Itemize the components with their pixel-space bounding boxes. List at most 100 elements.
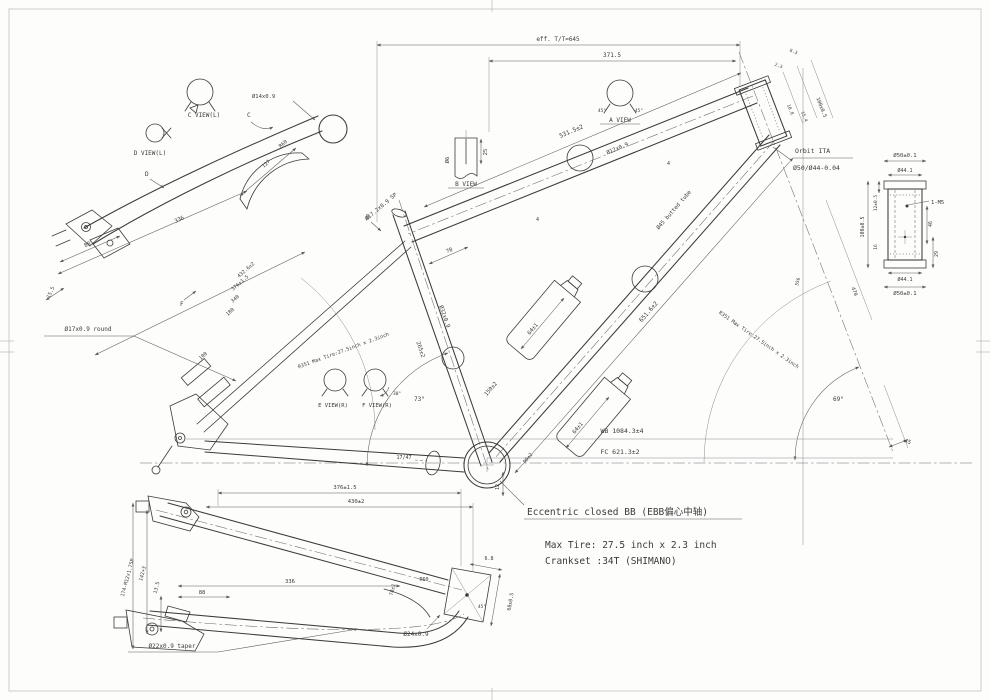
section-arrow-c: C [247, 112, 251, 119]
main-dimensions: eff. T/T=645 371.5 531.5±2 651.6±2 70 Ø1… [186, 36, 893, 497]
b-view-25: 25 [483, 149, 489, 156]
dim-88-top: 88 [83, 241, 91, 249]
dim-axle-thread: 174-M12x1.75P [120, 558, 136, 597]
dim-det-100: 100±0.5 [860, 216, 866, 237]
steering-axis [738, 51, 894, 453]
section-arrow-f: F [180, 301, 184, 308]
qr-lever [151, 465, 161, 475]
rear-dropout [151, 357, 231, 475]
seatstay-yoke [318, 114, 348, 144]
dim-ht-8-3: 8.3 [788, 48, 798, 57]
label-tt-spec: Ø12x0.9 [605, 141, 629, 157]
seatstay-detail-view: C D Ø14x0.9 R60 127 88 336 15.5 432.6±2 … [44, 93, 348, 382]
seat-angle-arc [365, 352, 449, 467]
dim-det-46: 46 [928, 221, 934, 227]
seatstay-bridge [239, 152, 303, 200]
front-tire-note: R351 Max Tire:27.5inch x 2.3inch [717, 310, 799, 370]
dim-bl-88: 88 [199, 590, 206, 596]
dim-r60-top: R60 [278, 139, 289, 149]
d-view-label: D VIEW(L) [134, 150, 167, 157]
seat-stay [196, 240, 406, 425]
label-seatstay-spec: Ø14x0.9 [252, 93, 275, 100]
dim-ht-15-4: 15.4 [799, 111, 809, 124]
section-arrow-d: D [145, 171, 149, 178]
chainstay-detail-view: 376±1.5 430±2 174-M12x1.75P 142+3 13.5 8… [113, 485, 516, 653]
label-dt-spec: Ø45 butted tube [655, 189, 693, 231]
head-tube [733, 75, 793, 151]
section-views: 45° 45° A VIEW Ø6 25 B VIEW E VIEW(R) [318, 79, 643, 409]
f-view-30: 30° [393, 391, 401, 397]
seat-tube-top [391, 208, 407, 218]
dim-17-47: 17/47 [396, 455, 411, 461]
dim-down-tube: 651.6±2 [638, 300, 660, 324]
chainstay-dropout-top [135, 495, 200, 532]
a-view-45-left: 45° [598, 108, 606, 114]
b-view-dia6: Ø6 [444, 157, 451, 164]
dim-142: 142+3 [138, 566, 148, 582]
dim-100: 100 [198, 351, 209, 361]
top-tube-butt-mark [566, 144, 594, 172]
dim-ht-2-3: 2.3 [773, 62, 783, 71]
dim-180: 180 [225, 307, 236, 317]
dim-371: 371.5 [603, 52, 621, 59]
label-cs-taper: Ø22x0.9 taper [149, 643, 196, 650]
dim-470: 470 [850, 286, 859, 297]
headset-spec: Ø50/Ø44-0.04 [793, 164, 840, 172]
c-view: C VIEW(L) [184, 78, 220, 119]
dim-bl-336: 336 [285, 579, 295, 585]
seatstay-dropouts [51, 209, 131, 259]
a-view: 45° 45° A VIEW [598, 79, 643, 125]
dim-det-44-top: Ø44.1 [897, 167, 912, 174]
dim-78: 78±1 [389, 583, 398, 596]
seat-tube-centerline [398, 199, 490, 473]
note-crankset: Crankset :34T (SHIMANO) [545, 556, 677, 567]
dim-556: 556 [794, 277, 802, 287]
seat-tube [404, 210, 493, 463]
dim-265: 265±2 [414, 341, 425, 359]
dim-6-8: 6.8 [484, 556, 493, 562]
weld-symbol-2: 4 [536, 217, 539, 223]
f-view-label: F VIEW(R) [362, 403, 392, 409]
dim-eff-tt: eff. T/T=645 [536, 36, 580, 43]
dim-top-tube: 531.5±2 [558, 123, 584, 139]
head-angle-arc [793, 366, 860, 461]
section-arrow-b: B [366, 214, 370, 221]
headset-note: Orbit ITA [795, 147, 830, 155]
top-tube [403, 87, 749, 227]
dim-70: 70 [445, 247, 453, 255]
e-view: E VIEW(R) [318, 368, 349, 409]
dim-det-44-bot: Ø44.1 [897, 276, 912, 283]
dim-wheelbase: WB 1084.3±4 [600, 427, 643, 435]
dim-12: 12 [495, 484, 501, 490]
chainstay-bridge [383, 588, 431, 618]
down-tube [499, 144, 781, 463]
dim-336-top: 336 [174, 215, 186, 225]
head-angle: 69° [833, 396, 844, 403]
fork-offset-dim: 45 [903, 438, 911, 446]
headtube-detail-view: 1-M5 Ø50±0.1 Ø44.1 Ø44.1 Ø50±0.1 100±0.5… [860, 152, 944, 297]
dim-det-16: 16 [873, 244, 879, 250]
fork-offset-line [883, 384, 909, 449]
dim-bl-376: 376±1.5 [333, 485, 356, 491]
notes: Eccentric closed BB (EBB偏心中轴) Max Tire: … [499, 480, 742, 567]
bb-shell [463, 441, 511, 489]
dim-ht-100: 100±0.5 [814, 97, 827, 119]
dim-bl-r60: R60 [419, 577, 428, 583]
dim-bl-45: 45° [478, 604, 486, 610]
f-view: 30° F VIEW(R) [361, 368, 401, 409]
main-frame-view: 45 69° 73° [140, 51, 975, 545]
dim-det-29: 29 [934, 251, 940, 257]
dim-68: 68±0.5 [506, 592, 515, 611]
note-max-tire: Max Tire: 27.5 inch x 2.3 inch [545, 540, 717, 551]
b-view-label: B VIEW [455, 181, 477, 188]
bb-plate [443, 567, 492, 623]
down-tube-butt-mark [631, 265, 659, 293]
dim-1m5: 1-M5 [931, 200, 944, 206]
label-cs-dia24: Ø24x0.9 [403, 631, 429, 638]
label-stay-round: Ø17x0.9 round [65, 326, 112, 333]
b-view: Ø6 25 B VIEW [444, 130, 489, 189]
dim-det-50-top: Ø50±0.1 [893, 152, 916, 159]
seat-angle: 73° [414, 396, 425, 403]
